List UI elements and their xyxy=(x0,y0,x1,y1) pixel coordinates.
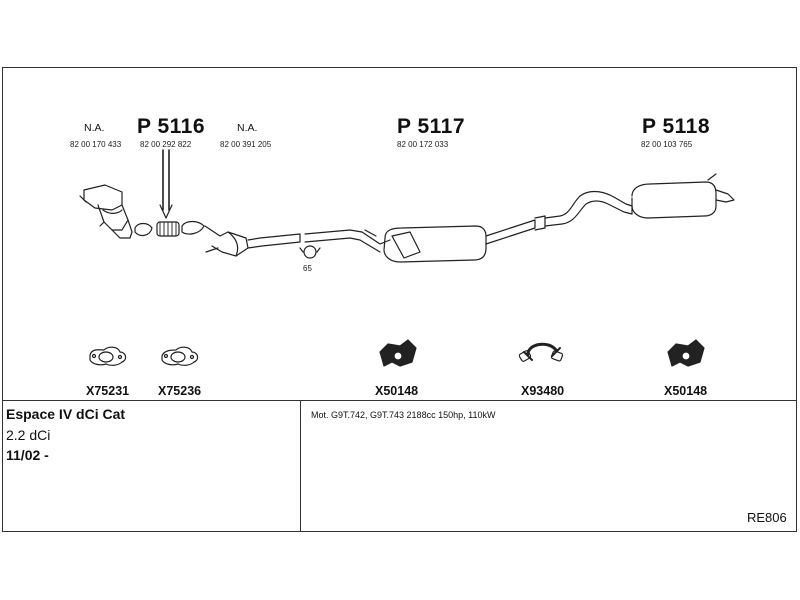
part-number: 82 00 292 822 xyxy=(140,140,192,149)
clamp-drawing xyxy=(299,245,321,259)
clamp-ref: 65 xyxy=(303,264,312,273)
middle-silencer-drawing xyxy=(304,215,546,263)
divider-horizontal xyxy=(2,400,797,401)
part-label: X93480 xyxy=(521,384,565,398)
diagram-frame xyxy=(2,67,797,532)
part-number: 82 00 391 205 xyxy=(220,140,272,149)
part-label: P 5116 xyxy=(137,115,206,138)
vehicle-model: Espace IV dCi Cat xyxy=(6,406,126,422)
part-label: X50148 xyxy=(664,384,708,398)
engine-details: Mot. G9T.742, G9T.743 2188cc 150hp, 110k… xyxy=(311,410,496,420)
rear-silencer-drawing xyxy=(544,173,735,227)
vehicle-engine: 2.2 dCi xyxy=(6,427,51,443)
part-label: X75231 xyxy=(86,384,130,398)
part-label: N.A. xyxy=(237,122,258,134)
flex-pipe-drawing xyxy=(134,149,205,237)
part-number: 82 00 172 033 xyxy=(397,140,449,149)
part-number: 82 00 170 433 xyxy=(70,140,122,149)
part-label: X75236 xyxy=(158,384,202,398)
front-catalyst-drawing xyxy=(79,184,133,239)
hanger-1-drawing xyxy=(379,339,417,367)
part-label: P 5118 xyxy=(642,115,711,138)
part-label: X50148 xyxy=(375,384,419,398)
diagram-code: RE806 xyxy=(747,510,787,525)
gasket-2-drawing xyxy=(161,346,199,366)
vehicle-date: 11/02 - xyxy=(6,447,49,463)
gasket-1-drawing xyxy=(89,346,127,366)
divider-vertical xyxy=(300,400,301,532)
hanger-2-drawing xyxy=(667,339,705,367)
part-label: P 5117 xyxy=(397,115,466,138)
u-clamp-drawing xyxy=(518,342,564,362)
part-number: 82 00 103 765 xyxy=(641,140,693,149)
second-catalyst-drawing xyxy=(204,225,301,257)
part-label: N.A. xyxy=(84,122,105,134)
